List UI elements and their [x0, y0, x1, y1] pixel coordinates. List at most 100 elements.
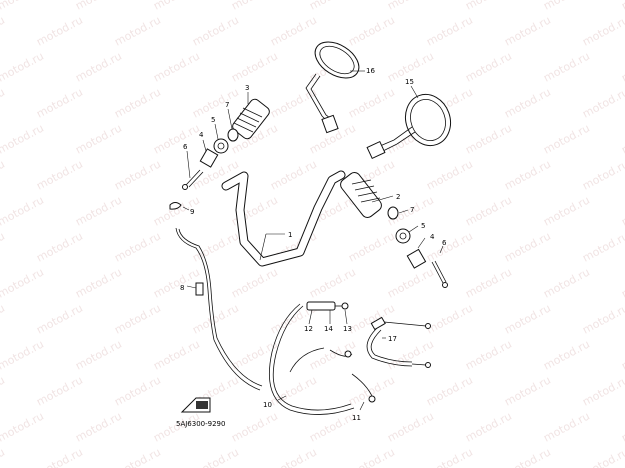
grip-right	[340, 172, 448, 288]
watermark-text: motod.ru	[0, 301, 7, 336]
watermark-text: motod.ru	[34, 229, 85, 264]
clutch-cable	[169, 202, 263, 391]
watermark-text: motod.ru	[346, 229, 397, 264]
watermark-text: motod.ru	[541, 0, 592, 13]
watermark-text: motod.ru	[190, 13, 241, 48]
watermark-text: motod.ru	[541, 49, 592, 84]
watermark-text: motod.ru	[0, 157, 7, 192]
cable-17	[366, 316, 431, 368]
watermark-text: motod.ru	[112, 13, 163, 48]
watermark-text: motod.ru	[34, 373, 85, 408]
watermark-text: motod.ru	[73, 193, 124, 228]
callout-8: 8	[180, 284, 184, 292]
watermark-text: motod.ru	[151, 121, 202, 156]
watermark-text: motod.ru	[0, 373, 7, 408]
mirror-left	[305, 41, 365, 134]
watermark-text: motod.ru	[268, 85, 319, 120]
watermark-text: motod.ru	[0, 409, 46, 444]
watermark-text: motod.ru	[424, 13, 475, 48]
watermark-text: motod.ru	[112, 301, 163, 336]
watermark-text: motod.ru	[190, 85, 241, 120]
watermark-text: motod.ru	[346, 445, 397, 468]
watermark-text: motod.ru	[229, 265, 280, 300]
watermark-text: motod.ru	[580, 13, 625, 48]
watermark-text: motod.ru	[0, 85, 7, 120]
watermark-text: motod.ru	[502, 157, 553, 192]
watermark-text: motod.ru	[307, 265, 358, 300]
watermark-text: motod.ru	[346, 373, 397, 408]
watermark-text: motod.ru	[73, 49, 124, 84]
grip-left	[182, 92, 270, 190]
watermark-text: motod.ru	[580, 301, 625, 336]
watermark-text: motod.ru	[502, 301, 553, 336]
watermark-text: motod.ru	[346, 301, 397, 336]
watermark-text: motod.ru	[619, 409, 625, 444]
watermark-text: motod.ru	[0, 229, 7, 264]
watermark-text: motod.ru	[0, 121, 46, 156]
watermark-text: motod.ru	[0, 265, 46, 300]
watermark-text: motod.ru	[619, 337, 625, 372]
watermark-text: motod.ru	[424, 301, 475, 336]
callout-15: 15	[405, 78, 414, 86]
watermark-text: motod.ru	[73, 121, 124, 156]
callout-12: 12	[304, 325, 313, 333]
watermark-text: motod.ru	[619, 193, 625, 228]
callout-4b: 4	[430, 233, 435, 241]
watermark-text: motod.ru	[229, 337, 280, 372]
front-arrow-icon	[180, 397, 211, 413]
watermark-text: motod.ru	[580, 157, 625, 192]
watermark-text: motod.ru	[541, 337, 592, 372]
callout-9: 9	[190, 208, 194, 216]
callout-3: 3	[245, 84, 249, 92]
watermark-text: motod.ru	[73, 337, 124, 372]
watermark-text: motod.ru	[307, 0, 358, 13]
watermark-text: motod.ru	[229, 49, 280, 84]
watermark-text: motod.ru	[0, 13, 7, 48]
watermark-text: motod.ru	[502, 373, 553, 408]
callout-2: 2	[396, 193, 400, 201]
watermark-text: motod.ru	[0, 445, 7, 468]
watermark-text: motod.ru	[424, 445, 475, 468]
watermark-text: motod.ru	[463, 409, 514, 444]
callout-5b: 5	[421, 222, 425, 230]
watermark-text: motod.ru	[190, 445, 241, 468]
watermark-text: motod.ru	[619, 0, 625, 13]
watermark-text: motod.ru	[502, 85, 553, 120]
callout-10: 10	[263, 401, 272, 409]
watermark-text: motod.ru	[190, 157, 241, 192]
watermark-text: motod.ru	[463, 265, 514, 300]
watermark-text: motod.ru	[0, 49, 46, 84]
watermark-text: motod.ru	[346, 13, 397, 48]
watermark-text: motod.ru	[619, 265, 625, 300]
watermark-text: motod.ru	[151, 337, 202, 372]
watermark-text: motod.ru	[34, 445, 85, 468]
callout-16: 16	[366, 67, 375, 75]
watermark-text: motod.ru	[229, 409, 280, 444]
watermark-text: motod.ru	[424, 373, 475, 408]
watermark-text: motod.ru	[541, 193, 592, 228]
watermark-text: motod.ru	[346, 85, 397, 120]
watermark-text: motod.ru	[424, 157, 475, 192]
watermark-text: motod.ru	[580, 229, 625, 264]
watermark-text: motod.ru	[190, 229, 241, 264]
watermark-text: motod.ru	[502, 229, 553, 264]
watermark-text: motod.ru	[463, 193, 514, 228]
callout-1: 1	[288, 231, 292, 239]
callout-5: 5	[211, 116, 215, 124]
watermark-text: motod.ru	[151, 49, 202, 84]
watermark-text: motod.ru	[34, 301, 85, 336]
watermark-text: motod.ru	[151, 0, 202, 13]
watermark-text: motod.ru	[385, 265, 436, 300]
callout-6b: 6	[442, 239, 447, 247]
watermark-text: motod.ru	[541, 121, 592, 156]
watermark-text: motod.ru	[73, 0, 124, 13]
watermark-text: motod.ru	[151, 265, 202, 300]
watermark-text: motod.ru	[34, 157, 85, 192]
watermark-text: motod.ru	[34, 85, 85, 120]
watermark-text: motod.ru	[463, 337, 514, 372]
watermark-text: motod.ru	[112, 157, 163, 192]
callout-11: 11	[352, 414, 361, 422]
mirror-right	[366, 85, 452, 160]
watermark-text: motod.ru	[34, 13, 85, 48]
